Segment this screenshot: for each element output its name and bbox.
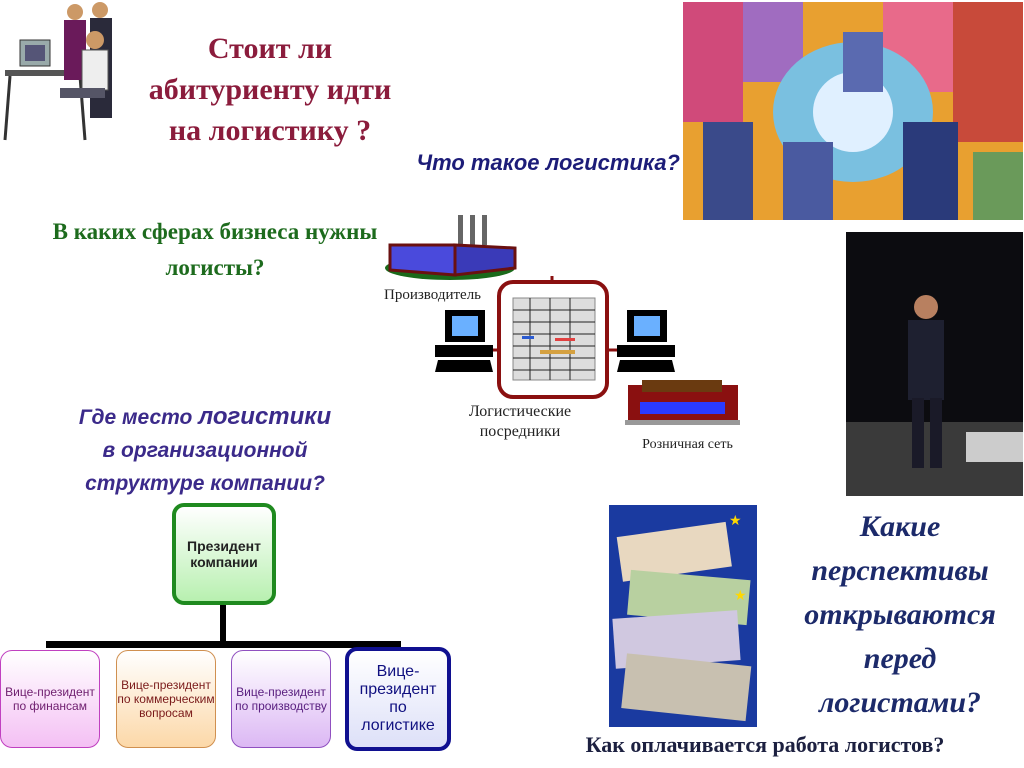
svg-text:★: ★ <box>729 514 742 529</box>
question-text-emphasis: логистики <box>198 403 332 430</box>
org-box-vp-production: Вице-президент по производству <box>231 650 331 748</box>
question-text: Где место <box>78 406 199 429</box>
title-line: Стоит ли <box>207 32 333 65</box>
org-box-vp-commerce: Вице-президент по коммерческим вопросам <box>116 650 216 748</box>
question-line: Где место логистики <box>20 400 390 434</box>
question-line: в организационной <box>102 439 308 462</box>
supply-chain-diagram <box>385 215 740 425</box>
computer-icon <box>435 310 493 372</box>
businessman-photo <box>846 232 1023 496</box>
banknotes-photo: ★★ <box>609 505 757 727</box>
question-prospects: Какие перспективы открываются перед логи… <box>780 505 1020 725</box>
svg-text:★: ★ <box>734 589 747 604</box>
org-connector <box>46 641 401 648</box>
question-line: Какие <box>859 510 941 543</box>
question-line: структуре компании? <box>85 472 325 495</box>
question-what-is-logistics: Что такое логистика? <box>416 150 680 175</box>
slide-title: Стоит ли абитуриенту идти на логистику ? <box>120 28 420 151</box>
computer-icon <box>617 310 675 372</box>
store-icon <box>625 380 740 425</box>
office-workers-clipart <box>3 2 112 141</box>
org-connector <box>220 604 226 644</box>
title-line: абитуриенту идти <box>148 73 392 106</box>
label-intermediaries: Логистические посредники <box>440 402 600 442</box>
question-line: перспективы <box>811 554 989 587</box>
question-business-spheres: В каких сферах бизнеса нужны логисты? <box>0 214 430 286</box>
question-line: открываются <box>804 598 996 631</box>
label-producer: Производитель <box>383 287 482 303</box>
question-line: логистами? <box>818 686 982 719</box>
factory-icon <box>385 215 517 280</box>
org-box-vp-logistics: Вице-президент по логистике <box>345 647 451 751</box>
question-salary: Как оплачивается работа логистов? <box>585 732 945 757</box>
org-box-vp-finance: Вице-президент по финансам <box>0 650 100 748</box>
label-line: посредники <box>479 423 561 440</box>
schedule-board-icon <box>512 297 596 381</box>
question-place-in-structure: Где место логистики в организационной ст… <box>20 400 390 500</box>
label-retail: Розничная сеть <box>642 437 733 452</box>
question-line: В каких сферах бизнеса нужны <box>52 219 378 244</box>
business-collage-image <box>683 2 1023 220</box>
org-box-president: Президент компании <box>172 503 276 605</box>
question-line: перед <box>863 642 937 675</box>
title-line: на логистику ? <box>168 114 372 147</box>
label-line: Логистические <box>468 403 572 420</box>
question-line: логисты? <box>165 255 265 280</box>
